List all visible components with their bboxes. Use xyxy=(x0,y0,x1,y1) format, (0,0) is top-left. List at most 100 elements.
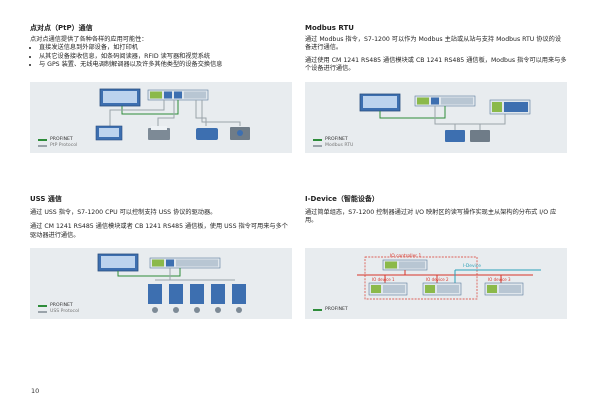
plc-cm-module xyxy=(431,97,439,105)
io-device-cpu xyxy=(371,285,381,293)
io-device-modules xyxy=(499,285,521,293)
hmi-screen xyxy=(103,91,137,103)
ptp-bullet-list: 直接发送信息到外部设备，如打印机 从其它设备接收信息，如条码阅读器，RFID 读… xyxy=(30,44,292,69)
modbus-section: Modbus RTU 通过 Modbus 指令，S7-1200 可以作为 Mod… xyxy=(305,24,567,74)
idevice-legend: PROFINET xyxy=(313,307,348,313)
hmi-screen xyxy=(363,96,397,108)
modbus-paragraph-1: 通过 Modbus 指令，S7-1200 可以作为 Modbus 主站或从站与支… xyxy=(305,36,562,52)
laptop-screen xyxy=(99,128,119,137)
io-device-label: IO device 2 xyxy=(426,277,449,282)
motor-icon xyxy=(215,307,221,313)
modbus-diagram: PROFINET Modbus RTU xyxy=(305,82,567,153)
uss-legend: PROFINET USS Protocol xyxy=(38,303,79,315)
ptp-legend: PROFINET PtP Protocol xyxy=(38,137,77,149)
uss-diagram: PROFINET USS Protocol xyxy=(30,248,292,319)
ptp-diagram: PROFINET PtP Protocol xyxy=(30,82,292,153)
drive-unit xyxy=(190,284,204,304)
ptp-network-illustration xyxy=(95,88,250,141)
io-controller-label: IO controller 1 xyxy=(390,253,421,259)
motor-icon xyxy=(152,307,158,313)
controller-cpu-module xyxy=(385,261,397,269)
drive-unit xyxy=(232,284,246,304)
ptp-bullet: 从其它设备接收信息，如条码阅读器，RFID 读写器和视觉系统 xyxy=(39,53,292,61)
legend-label: PROFINET xyxy=(50,303,73,308)
legend-item: Modbus RTU xyxy=(313,143,353,149)
legend-label: Modbus RTU xyxy=(325,143,354,148)
drive-unit xyxy=(211,284,225,304)
plc-cm-module xyxy=(174,91,182,99)
ptp-title: 点对点（PtP）通信 xyxy=(30,24,93,32)
legend-item: PROFINET xyxy=(313,307,348,313)
profinet-link xyxy=(379,106,446,119)
ptp-link xyxy=(201,100,241,126)
ptp-link xyxy=(157,100,175,126)
uss-swatch xyxy=(38,311,47,313)
slave-io-module xyxy=(504,102,528,112)
plc-cpu-module xyxy=(150,91,162,99)
io-device-label: IO device 1 xyxy=(372,277,395,282)
idevice-title: I-Device（智能设备） xyxy=(305,195,379,203)
modbus-paragraph-2: 通过使用 CM 1241 RS485 通信模块或 CB 1241 RS485 通… xyxy=(305,56,567,73)
legend-label: PROFINET xyxy=(50,137,73,142)
uss-network-illustration xyxy=(97,253,246,313)
idevice-network-illustration: IO controller 1 I-Device IO device 1 IO … xyxy=(357,253,541,300)
ptp-bullet: 与 GPS 装置、无线电调制解调器以及许多其他类型的设备交换信息 xyxy=(39,61,292,69)
idevice-section: I-Device（智能设备） 通过简单组态，S7-1200 控制器通过对 I/O… xyxy=(305,195,567,226)
profinet-swatch xyxy=(313,139,322,141)
profinet-link xyxy=(117,268,181,277)
legend-label: PROFINET xyxy=(325,307,348,312)
legend-label: PtP Protocol xyxy=(50,143,78,148)
uss-paragraph-1: 通过 USS 指令，S7-1200 CPU 可以控制支持 USS 协议的驱动器。 xyxy=(30,209,217,216)
printer-device xyxy=(148,128,170,140)
io-device-cpu xyxy=(425,285,435,293)
hmi-screen xyxy=(101,256,135,268)
modbus-swatch xyxy=(313,145,322,147)
plc-cpu-module xyxy=(417,97,429,105)
legend-item: PROFINET xyxy=(38,137,77,143)
io-device-modules xyxy=(437,285,459,293)
modbus-network-illustration xyxy=(359,93,531,142)
drive-row xyxy=(148,284,246,313)
page-number: 10 xyxy=(31,387,40,395)
motor-icon xyxy=(236,307,242,313)
idevice-diagram: IO controller 1 I-Device IO device 1 IO … xyxy=(305,248,567,319)
plc-io-module xyxy=(184,91,206,99)
ptp-swatch xyxy=(38,145,47,147)
modbus-title: Modbus RTU xyxy=(305,24,354,32)
profinet-swatch xyxy=(313,309,322,311)
motor-icon xyxy=(194,307,200,313)
controller-io-module xyxy=(399,261,425,269)
modbus-link xyxy=(434,106,506,125)
modbus-legend: PROFINET Modbus RTU xyxy=(313,137,353,149)
ptp-link xyxy=(109,100,165,126)
legend-item: PtP Protocol xyxy=(38,143,77,149)
printer-paper xyxy=(151,126,167,130)
profinet-swatch xyxy=(38,139,47,141)
modbus-device xyxy=(445,130,465,142)
plc-cm-module xyxy=(164,91,172,99)
radio-dial xyxy=(237,130,243,136)
legend-item: PROFINET xyxy=(38,303,79,309)
plc-io-module xyxy=(176,259,218,267)
io-controller-boundary xyxy=(364,256,478,300)
idevice-label: I-Device xyxy=(463,263,481,269)
idevice-paragraph: 通过简单组态，S7-1200 控制器通过对 I/O 映射区的读写操作实现主从架构… xyxy=(305,209,557,225)
drive-unit xyxy=(169,284,183,304)
ptp-intro: 点对点通信提供了各种各样的应用可能性： xyxy=(30,36,148,43)
scanner-device xyxy=(196,128,218,140)
motor-icon xyxy=(173,307,179,313)
io-device-modules xyxy=(383,285,405,293)
uss-title: USS 通信 xyxy=(30,195,62,203)
plc-cpu-module xyxy=(152,259,164,267)
uss-paragraph-2: 通过 CM 1241 RS485 通信模块或者 CB 1241 RS485 通信… xyxy=(30,223,288,239)
ptp-section: 点对点（PtP）通信 点对点通信提供了各种各样的应用可能性： 直接发送信息到外部… xyxy=(30,24,292,70)
legend-item: PROFINET xyxy=(313,137,353,143)
plc-io-module xyxy=(441,97,473,105)
profinet-swatch xyxy=(38,305,47,307)
uss-section: USS 通信 通过 USS 指令，S7-1200 CPU 可以控制支持 USS … xyxy=(30,195,292,240)
plc-cm-module xyxy=(166,259,174,267)
legend-label: PROFINET xyxy=(325,137,348,142)
io-device-cpu xyxy=(487,285,497,293)
legend-item: USS Protocol xyxy=(38,309,79,315)
slave-cpu-module xyxy=(492,102,502,112)
